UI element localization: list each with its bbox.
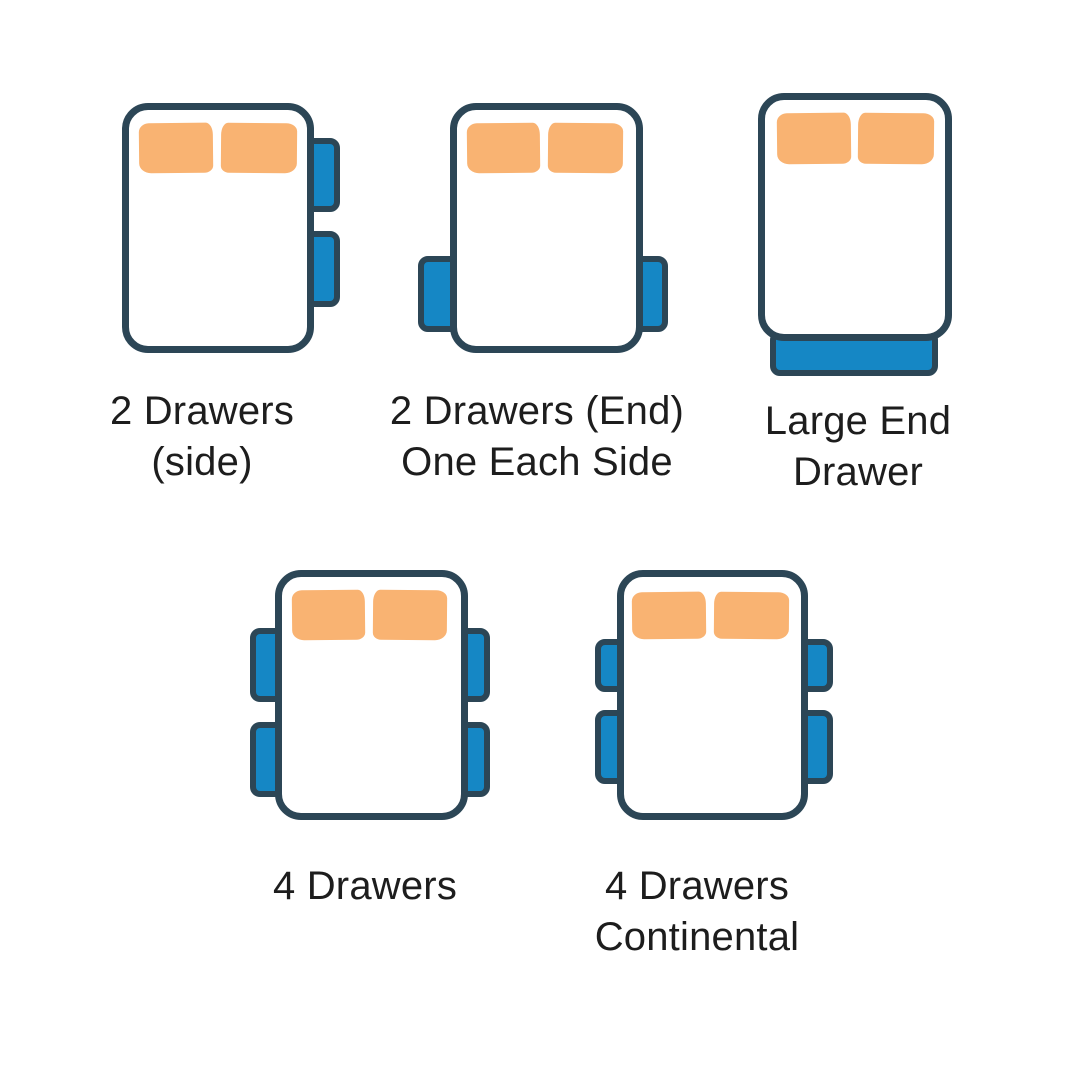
pillow-left xyxy=(466,122,541,174)
pillow-left xyxy=(776,112,852,165)
pillow-right xyxy=(857,112,935,165)
figure-label: 4 Drawers xyxy=(215,861,515,912)
figure-label-line2: (side) xyxy=(151,440,253,485)
figure-label-line2: Continental xyxy=(594,915,800,960)
figure-label: 2 Drawers (End) One Each Side xyxy=(387,386,687,488)
pillow-left xyxy=(631,591,707,640)
pillow-left xyxy=(291,589,366,641)
figure-label: 2 Drawers (side) xyxy=(52,386,352,488)
figure-label-line2: Drawer xyxy=(792,450,924,495)
figure-label-line1: 4 Drawers xyxy=(604,864,790,908)
pillow-left xyxy=(138,122,214,174)
pillow-right xyxy=(547,122,624,174)
pillow-right xyxy=(220,122,298,174)
pillow-right xyxy=(713,591,790,640)
figure-label-line2: One Each Side xyxy=(401,440,673,485)
figure-label-line1: Large End xyxy=(764,399,952,443)
figure-label: 4 Drawers Continental xyxy=(547,861,847,963)
figure-label-line1: 2 Drawers xyxy=(109,389,295,433)
figure-label-line1: 2 Drawers (End) xyxy=(389,389,685,433)
pillow-right xyxy=(372,589,448,641)
figure-label: Large End Drawer xyxy=(708,396,1008,498)
figure-label-line1: 4 Drawers xyxy=(272,864,458,908)
